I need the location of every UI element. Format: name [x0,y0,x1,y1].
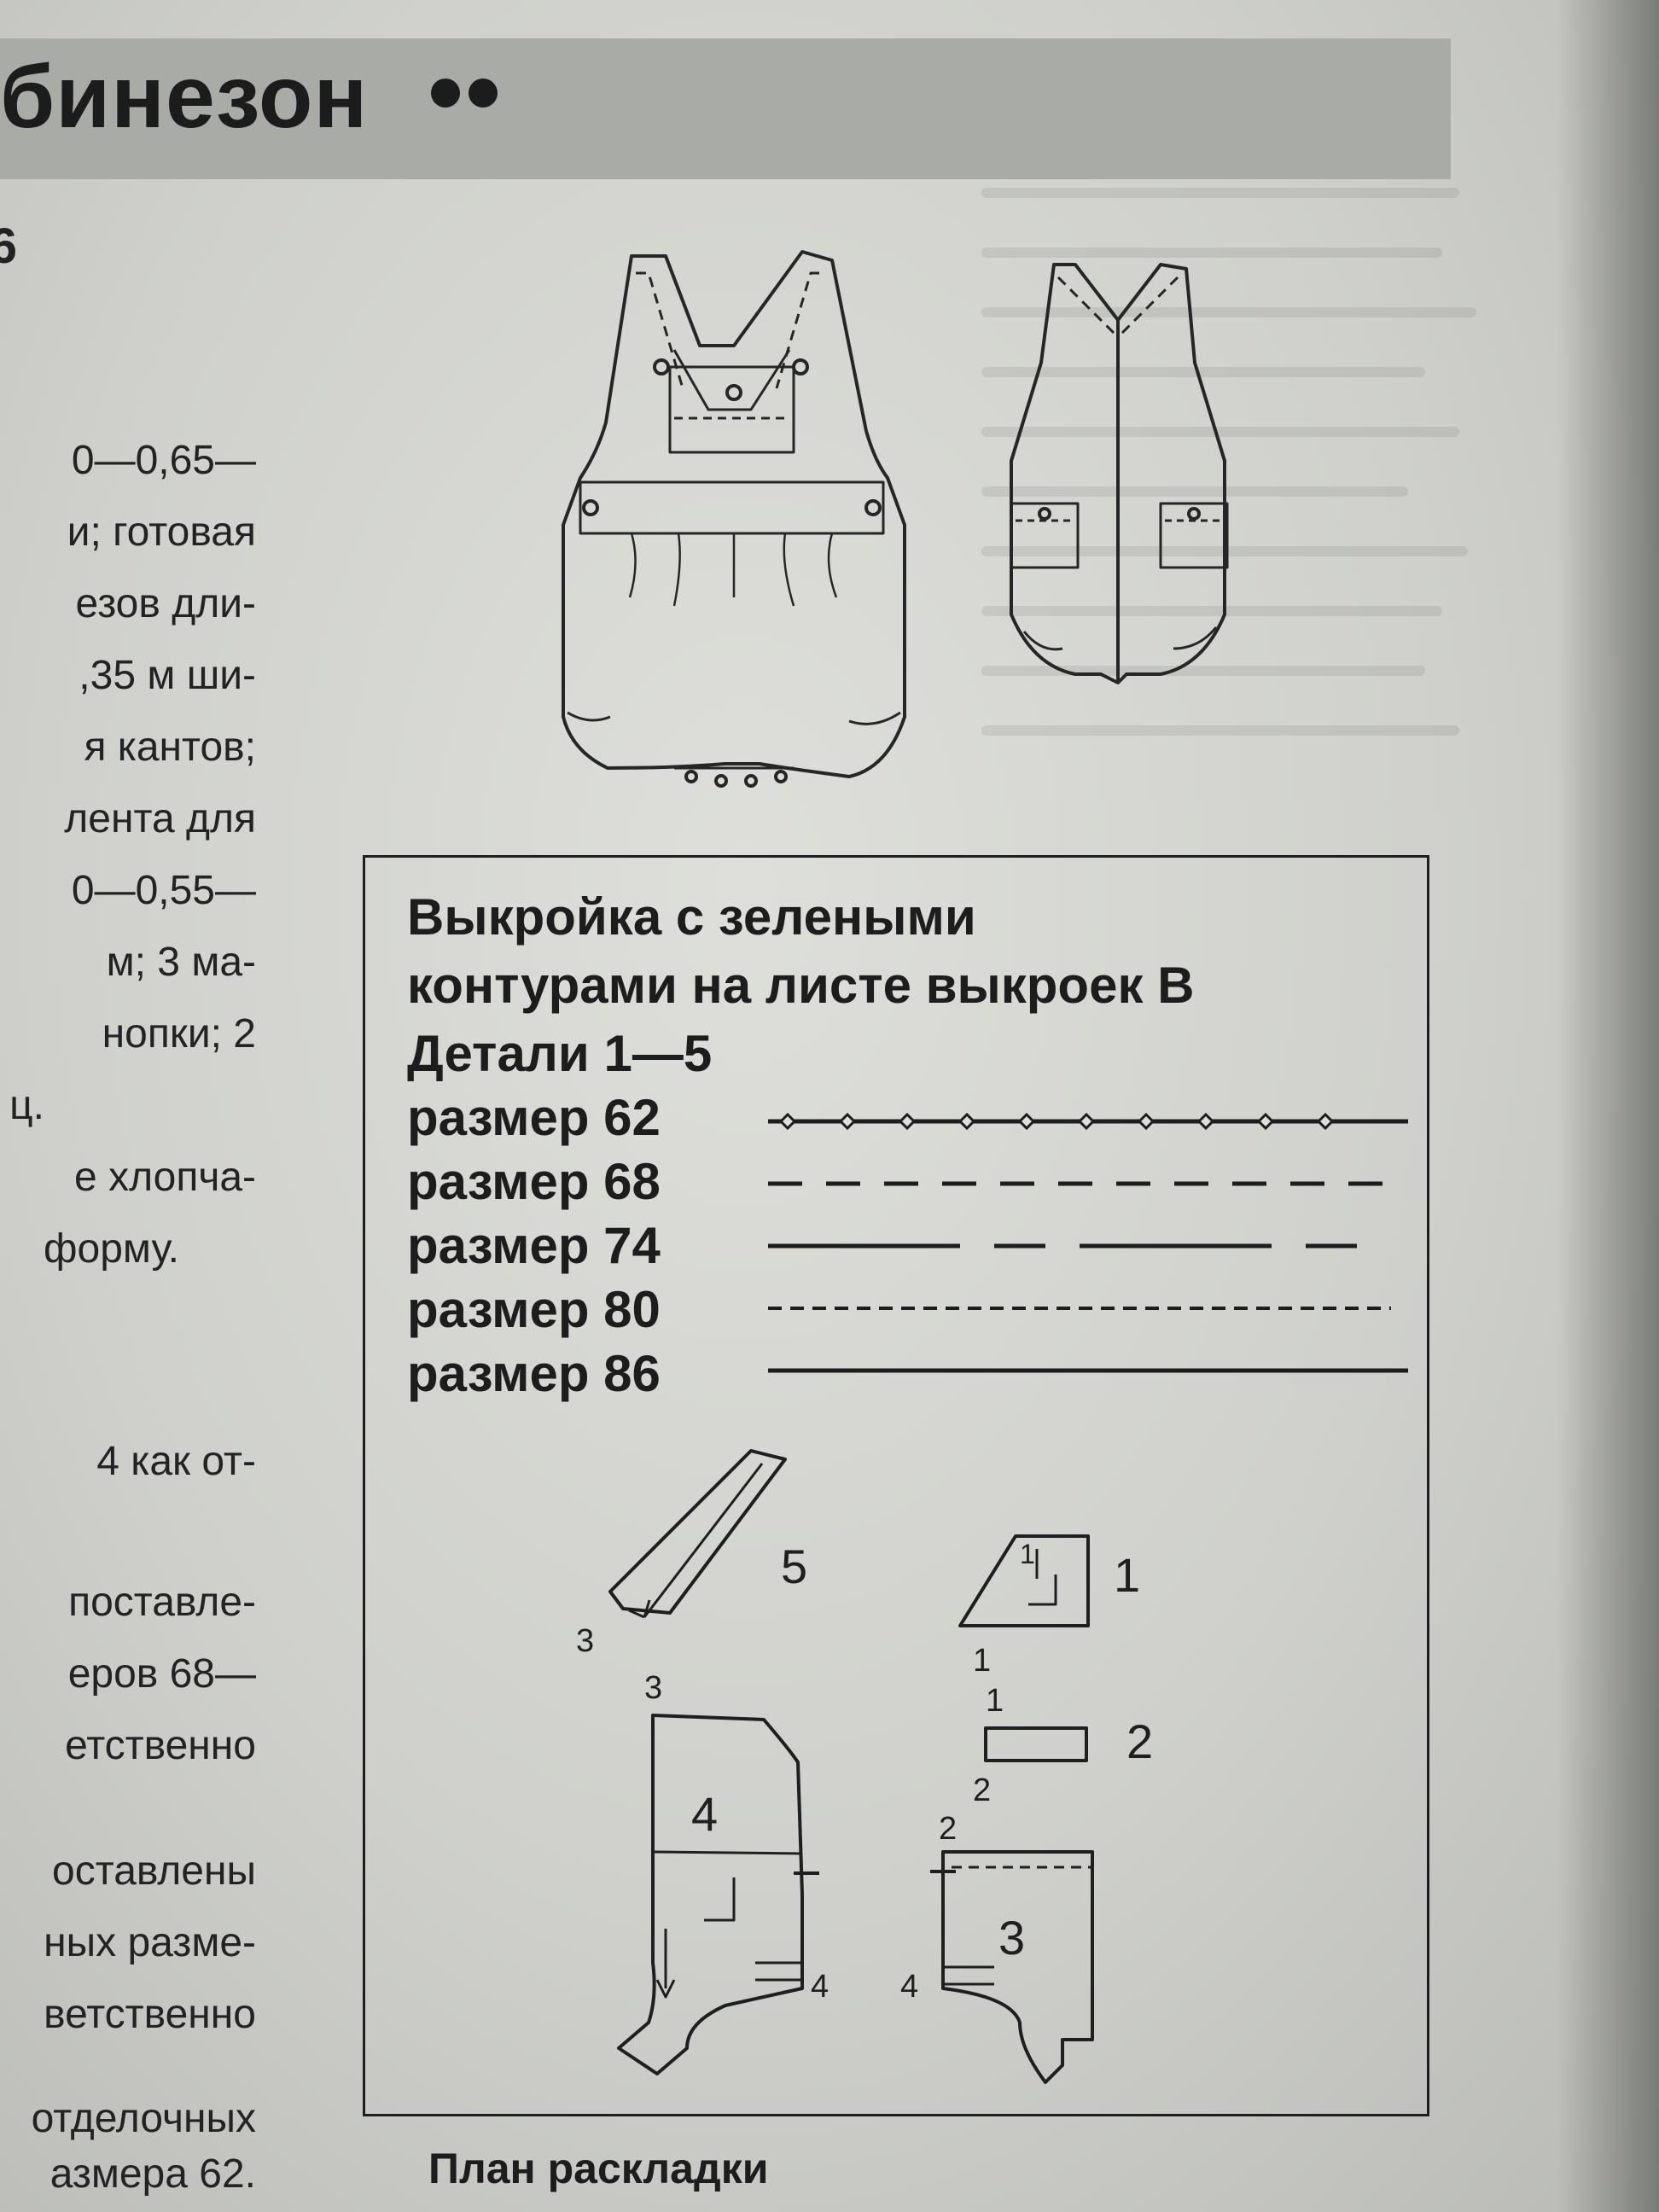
page-edge-shadow [1557,0,1659,2212]
size-label-74: размер 74 [407,1217,661,1274]
piece-2-number: 2 [1126,1714,1153,1768]
piece-3-mark-top: 2 [939,1811,957,1847]
difficulty-dots [431,79,506,112]
piece-4-mark-side: 4 [811,1969,829,2005]
page-title: бинезон [0,48,369,147]
piece-4-number: 4 [691,1787,718,1841]
piece-3-number: 3 [998,1911,1025,1965]
piece-5 [608,1449,787,1615]
piece-3-mark-side: 4 [900,1969,918,2005]
piece-1-mark-bottom: 1 [973,1643,991,1679]
piece-3 [941,1850,1094,2084]
piece-1 [958,1534,1090,1627]
garment-illustration [562,250,1229,788]
size-line-styles [768,1112,1408,1373]
size-label-68: размер 68 [407,1153,661,1210]
header-band [0,38,1451,179]
size-label-86: размер 86 [407,1345,661,1402]
piece-1-mark-top: 1 [1020,1539,1035,1569]
piece-4 [617,1714,804,2075]
piece-4-mark-top: 3 [644,1670,662,1706]
difficulty-dot [469,79,498,108]
pattern-legend-box [363,855,1429,2116]
line-style-62-markers [778,1112,1335,1131]
difficulty-dot [431,79,460,108]
size-label-80: размер 80 [407,1281,661,1338]
piece-1-number: 1 [1114,1548,1140,1602]
pattern-parts-line: Детали 1—5 [407,1025,713,1082]
piece-2 [984,1726,1088,1762]
layout-plan-caption: План раскладки [428,2145,769,2192]
piece-5-number: 5 [781,1540,807,1593]
pattern-sheet-line: контурами на листе выкроек В [407,957,1195,1014]
piece-2-mark-top: 1 [986,1683,1004,1719]
piece-5-mark: 3 [576,1623,594,1659]
size-label-62: размер 62 [407,1089,661,1146]
piece-2-mark-bottom: 2 [973,1773,991,1808]
pattern-heading: Выкройка с зелеными [407,888,976,946]
pattern-pieces: 5 3 1 1 1 2 1 2 4 3 4 3 2 4 [576,1449,1153,2084]
